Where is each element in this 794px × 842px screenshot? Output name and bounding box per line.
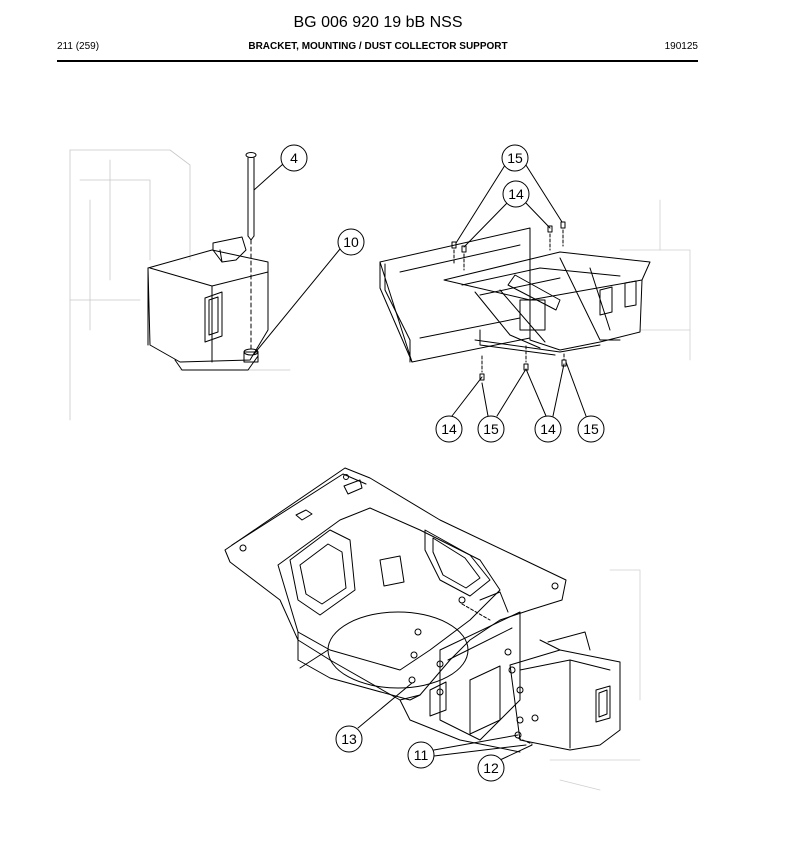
svg-text:13: 13 [341,731,357,747]
header-rule [57,60,698,62]
callout-4: 4 [280,144,308,172]
callout-11: 11 [407,741,435,769]
svg-text:4: 4 [290,150,298,166]
callout-15-bottom-right: 15 [577,415,605,443]
page-count: 211 (259) [57,41,100,52]
date-code: 190125 [664,41,698,52]
callout-14-top: 14 [502,180,530,208]
callout-14-bottom-right: 14 [534,415,562,443]
svg-text:14: 14 [508,186,524,202]
part-name: BRACKET, MOUNTING / DUST COLLECTOR SUPPO… [248,41,508,52]
bracket-bottom-illustration [224,467,641,791]
svg-text:14: 14 [540,421,556,437]
callout-12: 12 [477,754,505,782]
svg-text:15: 15 [507,150,523,166]
frame-top-left-illustration [69,149,291,421]
svg-text:11: 11 [414,747,429,763]
svg-text:15: 15 [583,421,599,437]
svg-text:10: 10 [343,234,359,250]
callout-13: 13 [335,725,363,753]
svg-text:12: 12 [483,760,499,776]
callout-10: 10 [337,228,365,256]
svg-text:15: 15 [483,421,499,437]
callout-15-bottom-left: 15 [477,415,505,443]
leader-lines [253,161,587,761]
callout-15-top: 15 [501,144,529,172]
svg-text:14: 14 [441,421,457,437]
callout-14-bottom-left: 14 [435,415,463,443]
document-title: BG 006 920 19 bB NSS [293,14,463,31]
support-top-right-illustration [379,199,691,381]
